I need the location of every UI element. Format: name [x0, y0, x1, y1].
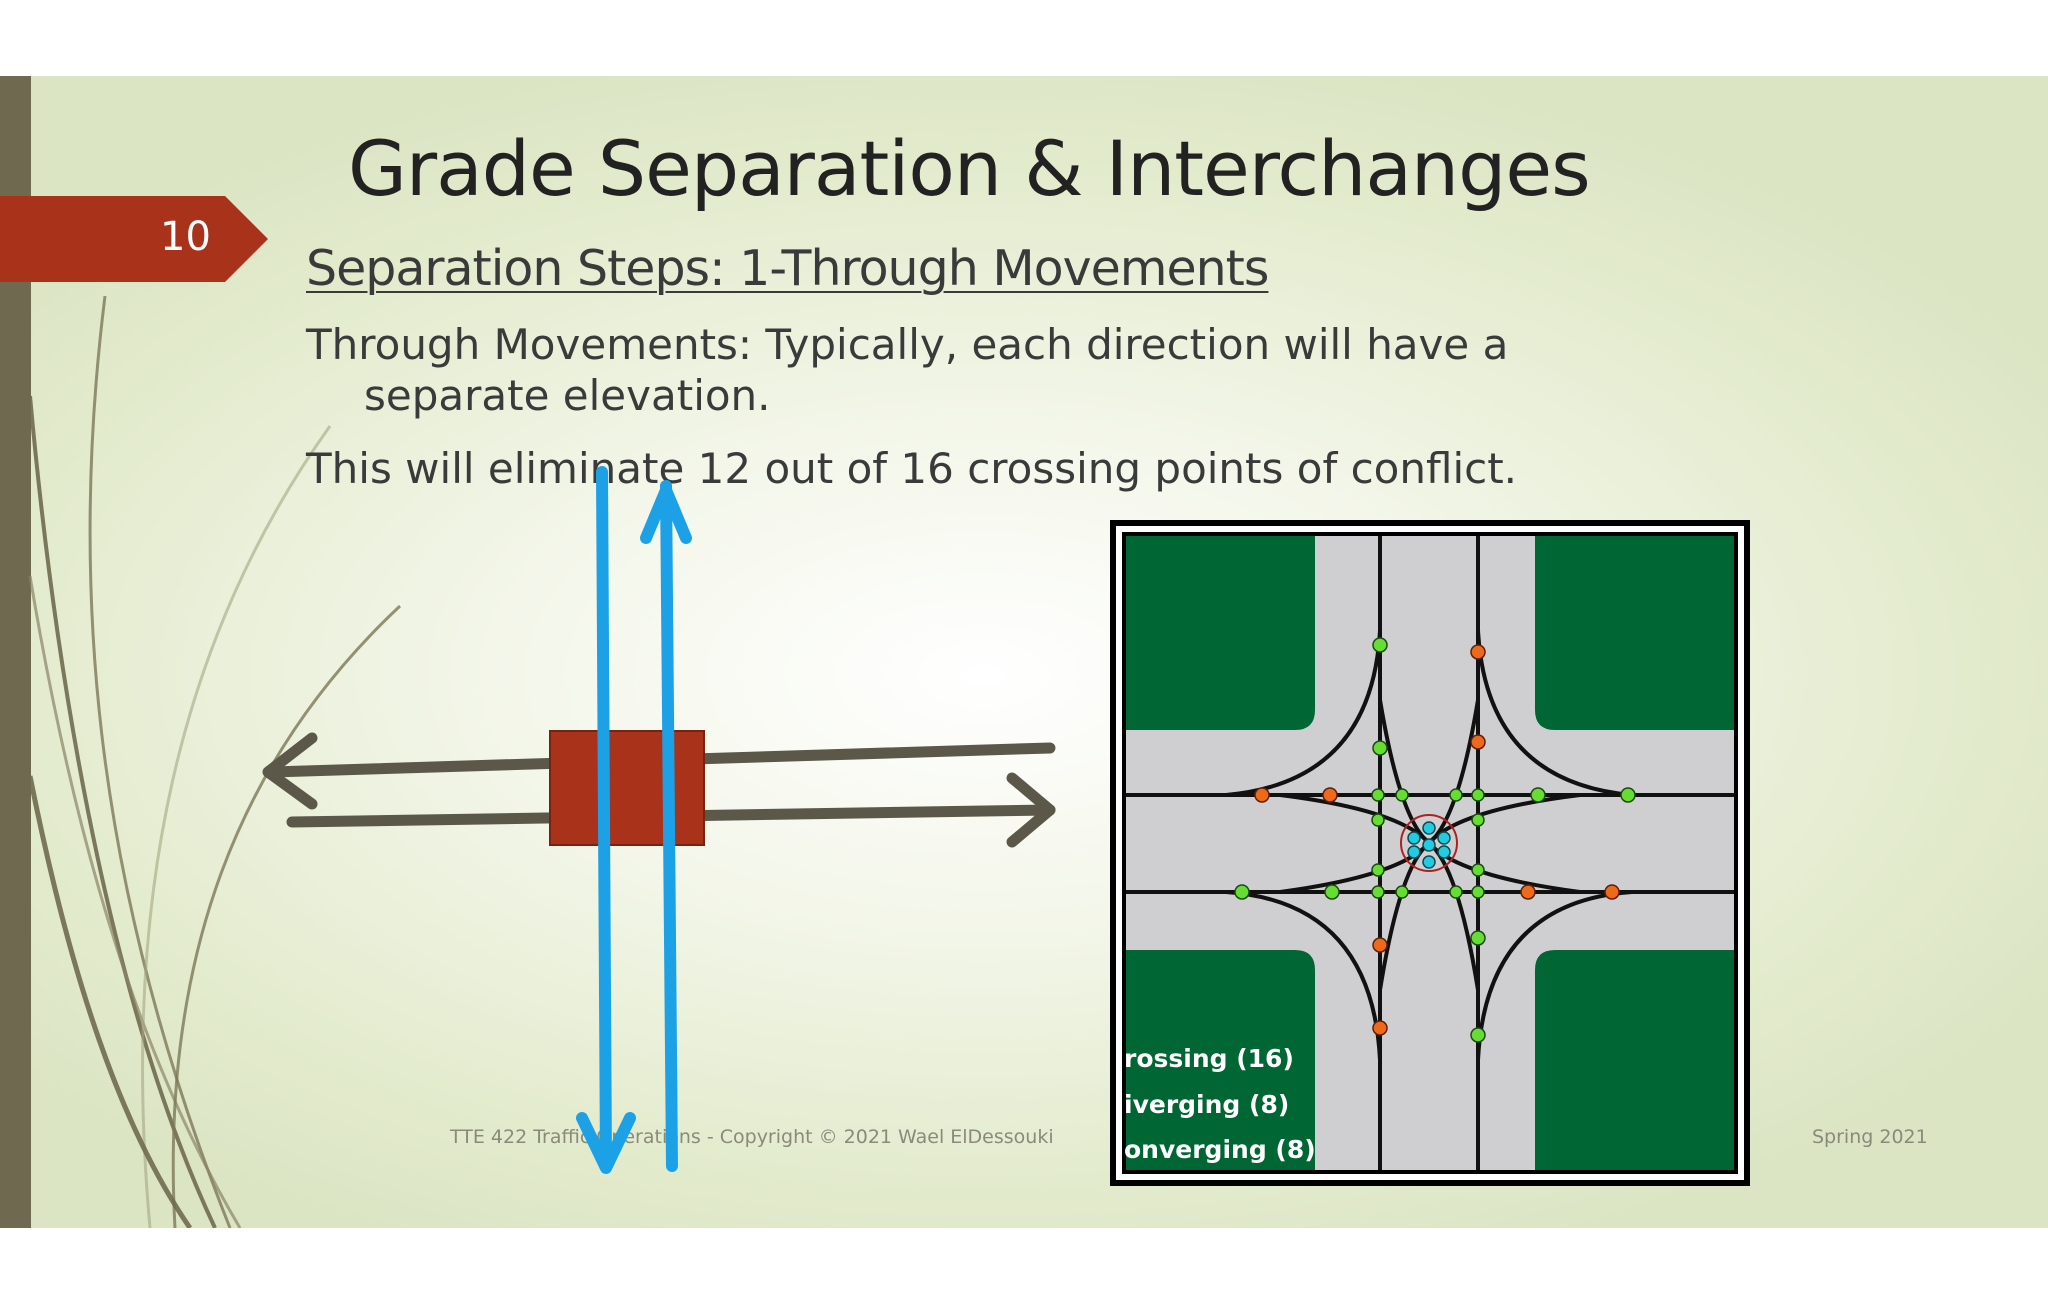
- crossing-points: [1407, 821, 1451, 869]
- converging-label: onverging (8): [1124, 1135, 1316, 1164]
- slide-number-tab: [0, 196, 268, 282]
- slide-number: 10: [160, 214, 211, 260]
- northbound-arrow: [640, 480, 692, 1172]
- slide: 10 Grade Separation & Interchanges Separ…: [0, 76, 2048, 1228]
- decorative-stems: [27, 295, 402, 1228]
- slide-subtitle: Separation Steps: 1-Through Movements: [306, 240, 1269, 297]
- grass-bottom-right: [1535, 950, 1734, 1170]
- grass-top-left: [1126, 536, 1315, 730]
- slide-title: Grade Separation & Interchanges: [348, 124, 1591, 213]
- grass-bottom-left: [1126, 950, 1315, 1170]
- conflict-points-intersection: [1110, 520, 1750, 1186]
- footer-term: Spring 2021: [1812, 1126, 1928, 1148]
- crossing-label: rossing (16): [1124, 1044, 1294, 1073]
- diverging-label: iverging (8): [1124, 1090, 1290, 1119]
- southbound-arrow: [576, 466, 636, 1174]
- body-text-line-1: Through Movements: Typically, each direc…: [306, 320, 1509, 369]
- converging-points: [1254, 644, 1620, 1036]
- body-text-line-2: This will eliminate 12 out of 16 crossin…: [306, 444, 1518, 493]
- grass-top-right: [1535, 536, 1734, 730]
- body-text-line-1-continued: separate elevation.: [364, 371, 771, 420]
- grade-separation-diagram: [262, 466, 1056, 1174]
- overpass-block: [549, 730, 705, 846]
- diverging-points: [1234, 637, 1636, 1043]
